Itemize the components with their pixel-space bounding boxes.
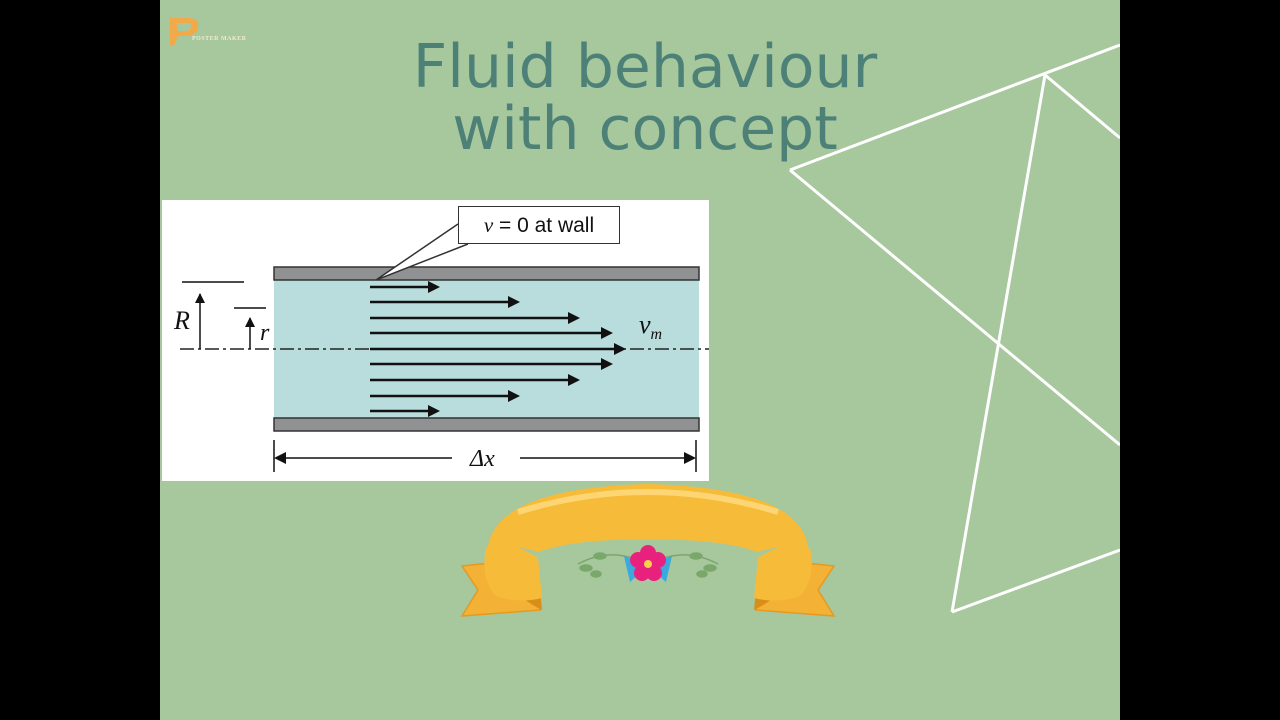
logo: POSTER MAKER (166, 14, 246, 48)
slide-title: Fluid behaviour with concept (395, 36, 895, 160)
callout-pointer (375, 223, 469, 281)
ribbon-banner (460, 484, 836, 617)
label-vm: vm (639, 312, 662, 348)
pipe-flow-diagram: v = 0 at wall R r vm Δx (162, 200, 709, 481)
title-line-1: Fluid behaviour (412, 32, 878, 102)
logo-mark-icon (170, 18, 199, 46)
velocity-arrows (370, 281, 626, 417)
pipe-flow-drawing (180, 223, 709, 472)
wall-velocity-callout: v = 0 at wall (458, 206, 620, 244)
flower-icon (630, 545, 666, 581)
slide: POSTER MAKER Fluid behaviour with concep… (160, 0, 1120, 720)
label-R: R (174, 306, 190, 335)
callout-text: = 0 at wall (493, 214, 595, 237)
label-r: r (260, 320, 270, 346)
leaf-icon (577, 552, 719, 578)
title-line-2: with concept (452, 94, 838, 164)
top-wall (273, 266, 700, 281)
label-vm-base: v (639, 310, 651, 339)
callout-variable: v (483, 213, 494, 237)
label-dx: Δx (470, 446, 495, 472)
logo-brand-text: POSTER MAKER (192, 36, 247, 42)
label-vm-sub: m (650, 326, 663, 344)
bottom-wall (273, 417, 700, 432)
